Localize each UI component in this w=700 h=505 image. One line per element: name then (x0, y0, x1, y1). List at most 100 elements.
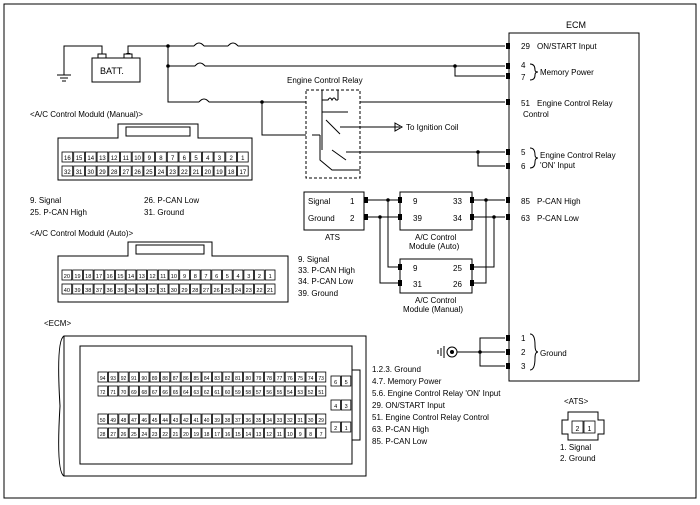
connector-pin-number: 38 (225, 418, 231, 424)
connector-pin-number: 1 (269, 274, 272, 280)
connector-pin-number: 37 (235, 418, 241, 424)
connector-pin-cell (61, 269, 73, 281)
connector-pin-number: 11 (123, 156, 130, 162)
connector-pin-cell (128, 371, 139, 383)
connector-pin-number: 4 (236, 274, 239, 280)
connector-pin-cell (108, 371, 119, 383)
connector-pin-cell (191, 413, 202, 425)
connector-pin-cell (147, 269, 158, 281)
connector-pin-cell (253, 385, 264, 397)
ac-manual-legend-1: 9. Signal (30, 196, 61, 205)
connector-pin-number: 23 (152, 432, 158, 438)
connector-pin-number: 48 (121, 418, 127, 424)
connector-pin-number: 6 (334, 380, 337, 386)
memory-power-label: Memory Power (540, 68, 594, 77)
connector-pin-number: 43 (173, 418, 179, 424)
connector-pin-number: 93 (110, 376, 116, 382)
connector-pin-cell (61, 283, 73, 295)
connector-pin-cell (190, 165, 202, 177)
ecm-ground-label: Ground (540, 349, 567, 358)
connector-pin-cell (284, 413, 296, 425)
connector-pin-number: 74 (308, 376, 314, 382)
connector-pin-cell (201, 385, 212, 397)
ecm-ground: 1 2 3 Ground (437, 333, 567, 371)
connector-pin-number: 9 (148, 156, 152, 162)
connector-pin-number: 78 (266, 376, 272, 382)
connector-pin-cell (128, 385, 139, 397)
ac-module-auto: 9 33 39 34 A/C Control Module (Auto) (398, 191, 474, 251)
connector-pin-cell (201, 413, 212, 425)
connector-pin-cell (61, 151, 74, 163)
connector-pin-number: 39 (214, 418, 220, 424)
connector-pin-cell (315, 371, 327, 383)
ecm-pins-5-6: 5 6 Engine Control Relay 'ON' Input (506, 147, 616, 171)
connector-pin-number: 17 (96, 274, 102, 280)
connector-pin-cell (222, 371, 233, 383)
relay-label: Engine Control Relay (287, 76, 363, 85)
connector-pin-number: 34 (266, 418, 272, 424)
ats-signal-label: Signal (308, 197, 330, 206)
connector-pin-number: 8 (309, 432, 312, 438)
ecm-box (508, 32, 640, 382)
connector-pin-cell (222, 283, 233, 295)
connector-pin-number: 27 (203, 288, 209, 294)
connector-pin-cell (305, 427, 316, 439)
connector-pin-number: 45 (152, 418, 158, 424)
connector-pin-number: 64 (183, 390, 189, 396)
connector-pin-cell (120, 165, 132, 177)
connector-pin-cell (222, 269, 233, 281)
connector-pin-cell (72, 269, 83, 281)
connector-pin-cell (97, 427, 108, 439)
ac-auto-label-2: Module (Auto) (409, 242, 460, 251)
connector-pin-number: 21 (173, 432, 179, 438)
connector-pin-cell (157, 269, 169, 281)
ac-manual-label-2: Module (Manual) (403, 305, 463, 314)
connector-pin-number: 38 (85, 288, 91, 294)
connector-pin-cell (189, 283, 201, 295)
battery-terminal-plus (123, 53, 133, 59)
connector-pin-number: 3 (247, 274, 250, 280)
connector-pin-cell (225, 151, 237, 163)
connector-pin-number: 28 (111, 170, 118, 176)
ecr-on-input-label-2: 'ON' Input (540, 161, 576, 170)
connector-pin-number: 19 (216, 170, 223, 176)
connector-pin-number: 84 (204, 376, 210, 382)
connector-pin-cell (73, 151, 85, 163)
connector-pin-number: 44 (162, 418, 168, 424)
connector-pin-number: 62 (204, 390, 210, 396)
connector-pin-cell (104, 269, 115, 281)
connector-pin-number: 32 (287, 418, 293, 424)
connector-pin-number: 85 (194, 376, 200, 382)
connector-pin-cell (149, 413, 160, 425)
connector-pin-cell (159, 371, 171, 383)
ac-manual-legend-2: 26. P-CAN Low (144, 196, 199, 205)
connector-pin-number: 65 (173, 390, 179, 396)
connector-pin-number: 11 (160, 274, 166, 280)
ats-signal-pin: 1 (350, 197, 355, 206)
connector-pin-cell (157, 283, 169, 295)
connector-pin-cell (180, 385, 191, 397)
connector-pin-number: 8 (159, 156, 163, 162)
connector-pin-cell (108, 385, 119, 397)
connector-pin-cell (263, 427, 275, 439)
connector-pin-number: 17 (240, 170, 247, 176)
ac-manual-box (399, 258, 473, 294)
connector-pin-cell (191, 385, 202, 397)
connector-pin-cell (232, 427, 243, 439)
connector-pin-number: 25 (146, 170, 153, 176)
connector-pin-number: 15 (117, 274, 123, 280)
connector-pin-cell (125, 269, 137, 281)
connector-pin-cell (295, 371, 306, 383)
connector-pin-cell (263, 413, 275, 425)
connector-pin-cell (149, 427, 160, 439)
ac-auto-box (399, 191, 473, 231)
ecm-pin-29-label: ON/START Input (537, 42, 597, 51)
connector-pin-cell (213, 165, 226, 177)
connector-pin-number: 31 (298, 418, 304, 424)
connector-pin-number: 31 (160, 288, 166, 294)
connector-pin-cell (222, 413, 233, 425)
ecm-pin-85: 85 (521, 197, 530, 206)
connector-pin-number: 71 (110, 390, 116, 396)
connector-pin-cell (243, 413, 254, 425)
ecm-legend-7: 85. P-CAN Low (372, 437, 427, 446)
